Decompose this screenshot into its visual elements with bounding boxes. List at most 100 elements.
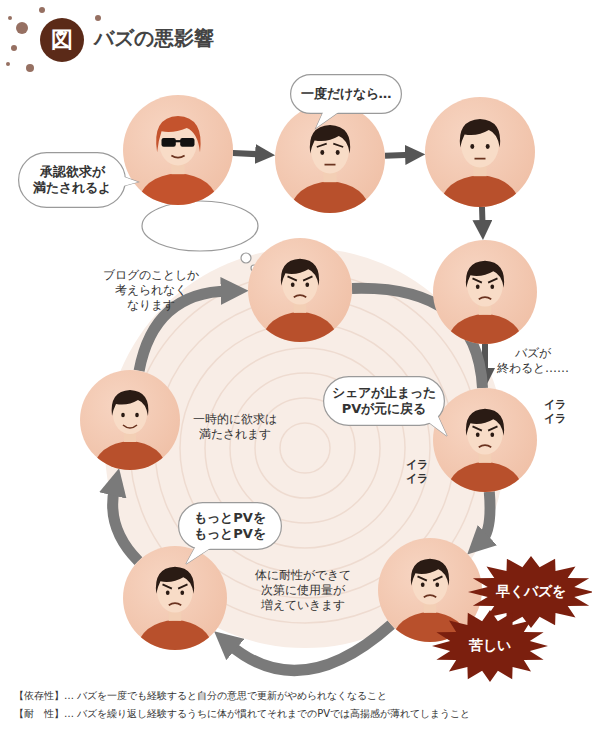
node-text: 苦しい — [469, 637, 511, 655]
person-circle — [123, 95, 233, 205]
node-text: 図 — [51, 26, 73, 54]
figure-eye — [121, 413, 125, 417]
person-circle — [433, 240, 537, 344]
speech-bubble-node: もっとPVを もっとPVを — [178, 502, 282, 550]
figure-hair — [310, 125, 350, 154]
figure-hair — [466, 409, 504, 436]
figure-mouth — [171, 156, 184, 158]
figure-hair — [156, 116, 200, 152]
node-label: 体に耐性ができて 次第に使用量が 増えていきます — [243, 568, 363, 613]
figure-mouth — [479, 445, 491, 447]
figure-body — [438, 175, 522, 207]
figure-brow — [317, 144, 343, 147]
splatter-dot — [95, 15, 101, 21]
splatter-dot — [6, 62, 10, 66]
splatter-dot — [16, 22, 28, 34]
person-node: バズが 終わると…… — [433, 240, 537, 344]
node-label: バズが 終わると…… — [493, 346, 573, 376]
node-text-area: 図 — [40, 18, 84, 62]
splatter-dot — [39, 7, 45, 13]
figure-mouth — [294, 295, 306, 297]
bubble-body — [291, 75, 402, 114]
person-node: 体に耐性ができて 次第に使用量が 増えていきます — [123, 546, 227, 650]
thought-cloud — [142, 201, 258, 251]
figure-body — [135, 620, 214, 650]
speech-bubble-node: 承認欲求が 満たされるよ — [18, 152, 126, 208]
figure-eye — [470, 144, 474, 149]
figure-eye — [421, 583, 425, 588]
person-node — [123, 95, 233, 205]
figure-mouth — [424, 595, 436, 597]
figure-body — [288, 181, 372, 213]
speech-bubble-node: シェアが止まった PVが元に戻る — [323, 376, 445, 426]
figure-mouth — [169, 603, 181, 605]
figure-badge: 図 — [40, 18, 84, 62]
ring-line — [280, 423, 330, 473]
figure-body — [260, 312, 339, 342]
figure-brow — [473, 426, 498, 430]
bubble-body — [19, 153, 126, 208]
bubble-tail — [116, 174, 138, 188]
figure-body — [92, 441, 168, 470]
figure-eye — [305, 283, 309, 288]
starburst-node: 苦しい — [440, 618, 540, 674]
node-label: 一時的に欲求は 満たされます — [185, 412, 285, 442]
person-circle — [248, 238, 352, 342]
figure-hair — [460, 119, 500, 148]
cycle-arrow — [481, 492, 490, 541]
splatter-dot — [26, 64, 34, 72]
ring-line — [130, 273, 480, 623]
person-node: 一時的に欲求は 満たされます — [80, 370, 180, 470]
person-figure — [123, 546, 227, 650]
flow-arrow — [385, 155, 411, 156]
figure-hair — [156, 567, 194, 594]
node-text-area: 承認欲求が 満たされるよ — [18, 152, 126, 208]
figure-mouth — [475, 158, 486, 160]
flow-arrow — [233, 153, 261, 155]
node-text: 承認欲求が 満たされるよ — [24, 164, 120, 197]
splatter-dot — [11, 45, 17, 51]
figure-hair — [112, 390, 149, 416]
person-figure — [80, 370, 180, 470]
node-text: 一度だけなら… — [301, 86, 392, 102]
figure-mouth — [325, 164, 336, 166]
figure-body — [445, 314, 524, 344]
figure-eye — [336, 150, 340, 155]
figure-brow — [288, 276, 313, 280]
figure-eye — [476, 285, 480, 290]
node-text: もっとPVを もっとPVを — [184, 510, 276, 543]
node-text-area: 早くバズを — [476, 564, 586, 620]
node-text: 早くバズを — [496, 583, 566, 601]
figure-mouth — [479, 297, 491, 299]
bubble-body — [179, 503, 282, 550]
diagram-title: バズの悪影響 — [94, 26, 214, 51]
figure-eye — [435, 583, 439, 588]
figure-eye — [291, 283, 295, 288]
person-circle — [433, 388, 537, 492]
node-text: シェアが止まった PVが元に戻る — [329, 385, 439, 418]
node-text-area: 一度だけなら… — [290, 74, 402, 114]
figure-glasses — [180, 138, 194, 147]
figure-eye — [180, 591, 184, 596]
person-node — [425, 97, 535, 207]
figure-hair — [466, 261, 504, 288]
speech-bubble-node: 一度だけなら… — [290, 74, 402, 114]
person-node: ブログのことしか 考えられなく なります — [248, 238, 352, 342]
figure-brow — [418, 576, 443, 580]
person-figure — [425, 97, 535, 207]
node-text-area: シェアが止まった PVが元に戻る — [323, 376, 445, 426]
cycle-arrow — [229, 625, 391, 671]
figure-body — [445, 462, 524, 492]
person-figure — [123, 95, 233, 205]
bubble-tail-fill — [116, 174, 138, 188]
node-text-area: 苦しい — [440, 618, 540, 674]
figure-eye — [490, 433, 494, 438]
person-circle — [425, 97, 535, 207]
thought-bubble — [142, 201, 258, 271]
splatter-dot — [8, 16, 12, 20]
figure-eye — [135, 413, 139, 417]
irritation-mark: イラ イラ — [404, 458, 430, 486]
figure-brow — [163, 584, 188, 588]
person-node — [433, 388, 537, 492]
